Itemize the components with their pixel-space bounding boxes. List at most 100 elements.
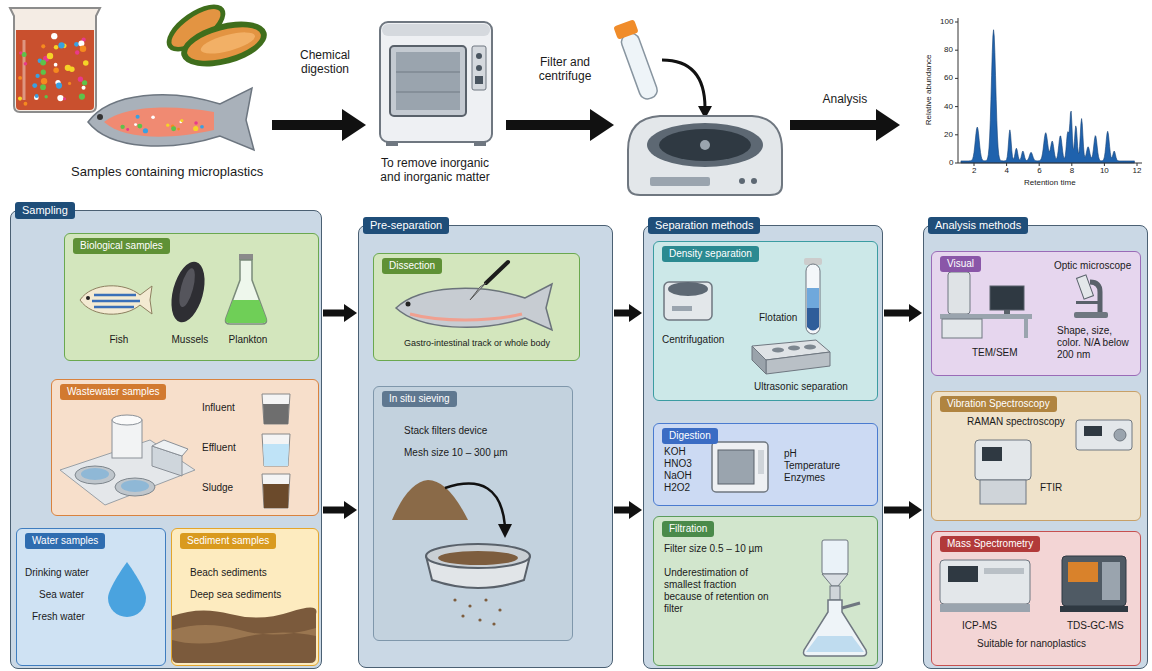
sample-beakers: [263, 484, 289, 508]
microplastic-dots: [82, 80, 87, 85]
sediment-ground: [172, 607, 316, 663]
dissection-fish: [410, 314, 522, 320]
ftir-instrument: [975, 440, 1031, 480]
microplastic-dots: [58, 42, 64, 48]
centrifuge-icon: [664, 282, 712, 320]
optic-microscope: [1076, 301, 1098, 304]
dissection-fish: [406, 302, 411, 307]
dissection-fish: [470, 283, 486, 300]
item-label: Suitable for nanoplastics: [977, 638, 1086, 650]
microplastic-dots: [194, 121, 198, 125]
microplastic-dots: [41, 70, 46, 75]
tick-label: 4: [1005, 166, 1009, 176]
item-label: Ultrasonic separation: [754, 381, 848, 393]
microplastic-dots: [126, 128, 129, 131]
microplastic-dots: [143, 128, 148, 133]
tick-label: 40: [944, 102, 953, 112]
microplastic-dots: [18, 33, 204, 133]
sieve-icon: [438, 551, 518, 565]
tick-label: 10: [1100, 166, 1109, 176]
item-label: KOH HNO3 NaOH H2O2: [664, 446, 692, 494]
section-heading: Water samples: [25, 533, 105, 549]
icp-ms-instrument: [940, 560, 1030, 612]
sieve-icon: [498, 608, 501, 611]
sample-beaker: [23, 40, 26, 100]
microplastic-dots: [41, 44, 45, 48]
sieve-icon: [392, 480, 530, 626]
digestion-oven: [476, 53, 482, 59]
sample-beakers: [262, 394, 290, 424]
microplastic-dots: [137, 124, 142, 129]
item-label: FTIR: [1040, 482, 1062, 494]
electron-microscope: [1024, 319, 1028, 338]
microplastic-dots: [177, 128, 180, 131]
microplastic-dots: [35, 74, 39, 78]
sample-fish: [88, 88, 254, 150]
sample-mussel: [159, 0, 233, 61]
microplastic-dots: [24, 102, 28, 106]
centrifuge-tube: [613, 19, 661, 102]
sieve-icon: [392, 480, 468, 520]
item-label: Shape, size, color. N/A below 200 nm: [1057, 325, 1135, 361]
chromatogram: [974, 163, 975, 166]
microplastic-dots: [134, 123, 137, 126]
optic-microscope: [1090, 282, 1100, 312]
item-label: Fresh water: [32, 611, 85, 623]
flotation-tube: [806, 264, 820, 334]
sample-mussel: [199, 28, 257, 58]
tds-gc-ms-instrument: [1062, 556, 1126, 606]
microplastic-dots: [171, 124, 174, 127]
centrifuge: [628, 116, 782, 195]
microplastic-dots: [41, 78, 47, 84]
zebrafish-icon: [92, 295, 140, 307]
microplastic-dots: [34, 95, 39, 100]
microplastic-dots: [57, 95, 63, 101]
digestion-oven-icon: [758, 450, 764, 474]
sample-beakers: [263, 404, 289, 424]
chromatogram: [955, 163, 958, 164]
item-label: TEM/SEM: [972, 347, 1018, 359]
digestion-oven-icon: [712, 442, 768, 492]
chromatogram: [1071, 163, 1072, 166]
filtration-flask: [830, 586, 840, 600]
water-drop: [108, 562, 146, 617]
sample-mussel: [159, 0, 272, 75]
filtration-flask: [804, 540, 867, 656]
centrifuge-tube: [619, 31, 659, 101]
treatment-plant: [112, 415, 142, 425]
microplastic-dots: [80, 46, 86, 52]
item-label: Underestimation of smallest fraction bec…: [664, 567, 776, 615]
microplastic-dots: [35, 94, 39, 98]
tds-gc-ms-instrument: [1060, 556, 1128, 612]
sieve-icon: [468, 604, 471, 607]
microplastic-dots: [47, 53, 53, 59]
process-arrow: [506, 109, 614, 141]
centrifuge: [751, 178, 757, 184]
optic-microscope: [1074, 312, 1108, 318]
filtration-flask: [822, 574, 848, 586]
filtration-flask: [822, 540, 848, 574]
item-label: Filter size 0.5 – 10 µm: [664, 543, 763, 555]
digestion-oven: [386, 140, 398, 146]
sample-beaker: [16, 30, 94, 110]
microplastic-dots: [53, 68, 58, 73]
centrifuge: [659, 129, 751, 161]
sample-fish: [104, 107, 214, 136]
dissection-fish: [396, 284, 552, 330]
sieve-icon: [426, 556, 530, 588]
microplastic-dots: [81, 38, 85, 42]
tick-label: 80: [944, 45, 953, 55]
microplastic-dots: [69, 67, 74, 72]
microplastic-dots: [54, 45, 58, 49]
treatment-plant: [152, 446, 182, 476]
microplastic-dots: [83, 60, 89, 66]
raman-instrument: [1076, 420, 1132, 450]
digestion-oven: [474, 140, 486, 146]
tick-label: 12: [1133, 166, 1142, 176]
centrifuge: [650, 177, 710, 186]
item-label: ICP-MS: [962, 620, 997, 632]
section-heading: Pre-separation: [363, 217, 449, 234]
microplastic-dots: [40, 84, 46, 90]
microplastic-dots: [78, 41, 84, 47]
